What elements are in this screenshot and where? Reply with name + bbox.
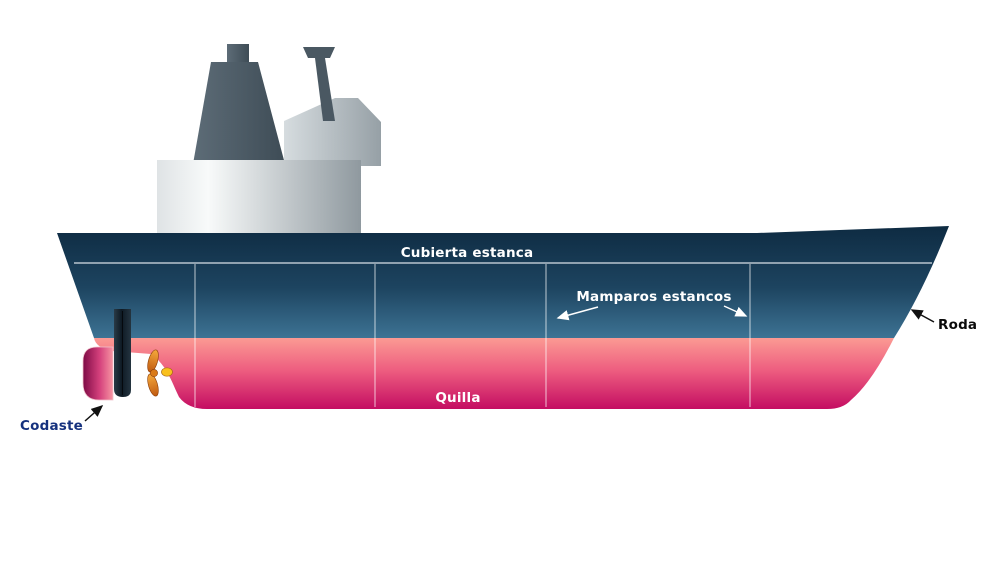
forward-deckhouse xyxy=(284,98,381,166)
sternpost-arrow xyxy=(84,405,104,422)
hull-upper-freeboard xyxy=(57,226,949,338)
bridge-tower xyxy=(193,62,285,164)
stern-gear xyxy=(82,309,173,401)
keel-label: Quilla xyxy=(435,390,480,406)
bulkheads-label: Mamparos estancos xyxy=(576,289,731,305)
propeller-blade-bottom xyxy=(147,373,159,397)
bulkhead-arrow-left xyxy=(556,306,599,321)
annotations: Cubierta estanca Mamparos estancos Quill… xyxy=(20,245,977,434)
mast-pole-icon xyxy=(315,58,335,121)
superstructure xyxy=(157,44,381,235)
hull-lower-underwater xyxy=(94,338,894,409)
main-deckhouse xyxy=(157,160,361,235)
mast-crossbar-icon xyxy=(303,47,335,58)
sternpost-label: Codaste xyxy=(20,418,83,434)
propeller-icon xyxy=(147,349,173,397)
stem-arrow xyxy=(910,309,935,323)
propeller-hub xyxy=(150,369,158,377)
antenna-block xyxy=(227,44,249,63)
propeller-boss xyxy=(161,367,173,377)
stem-label: Roda xyxy=(938,317,977,333)
hull xyxy=(57,226,949,409)
propeller-blade-top xyxy=(147,349,159,373)
bulkhead-arrow-right xyxy=(723,305,748,317)
deck-label: Cubierta estanca xyxy=(401,245,534,261)
sternpost-lobe xyxy=(82,346,114,401)
